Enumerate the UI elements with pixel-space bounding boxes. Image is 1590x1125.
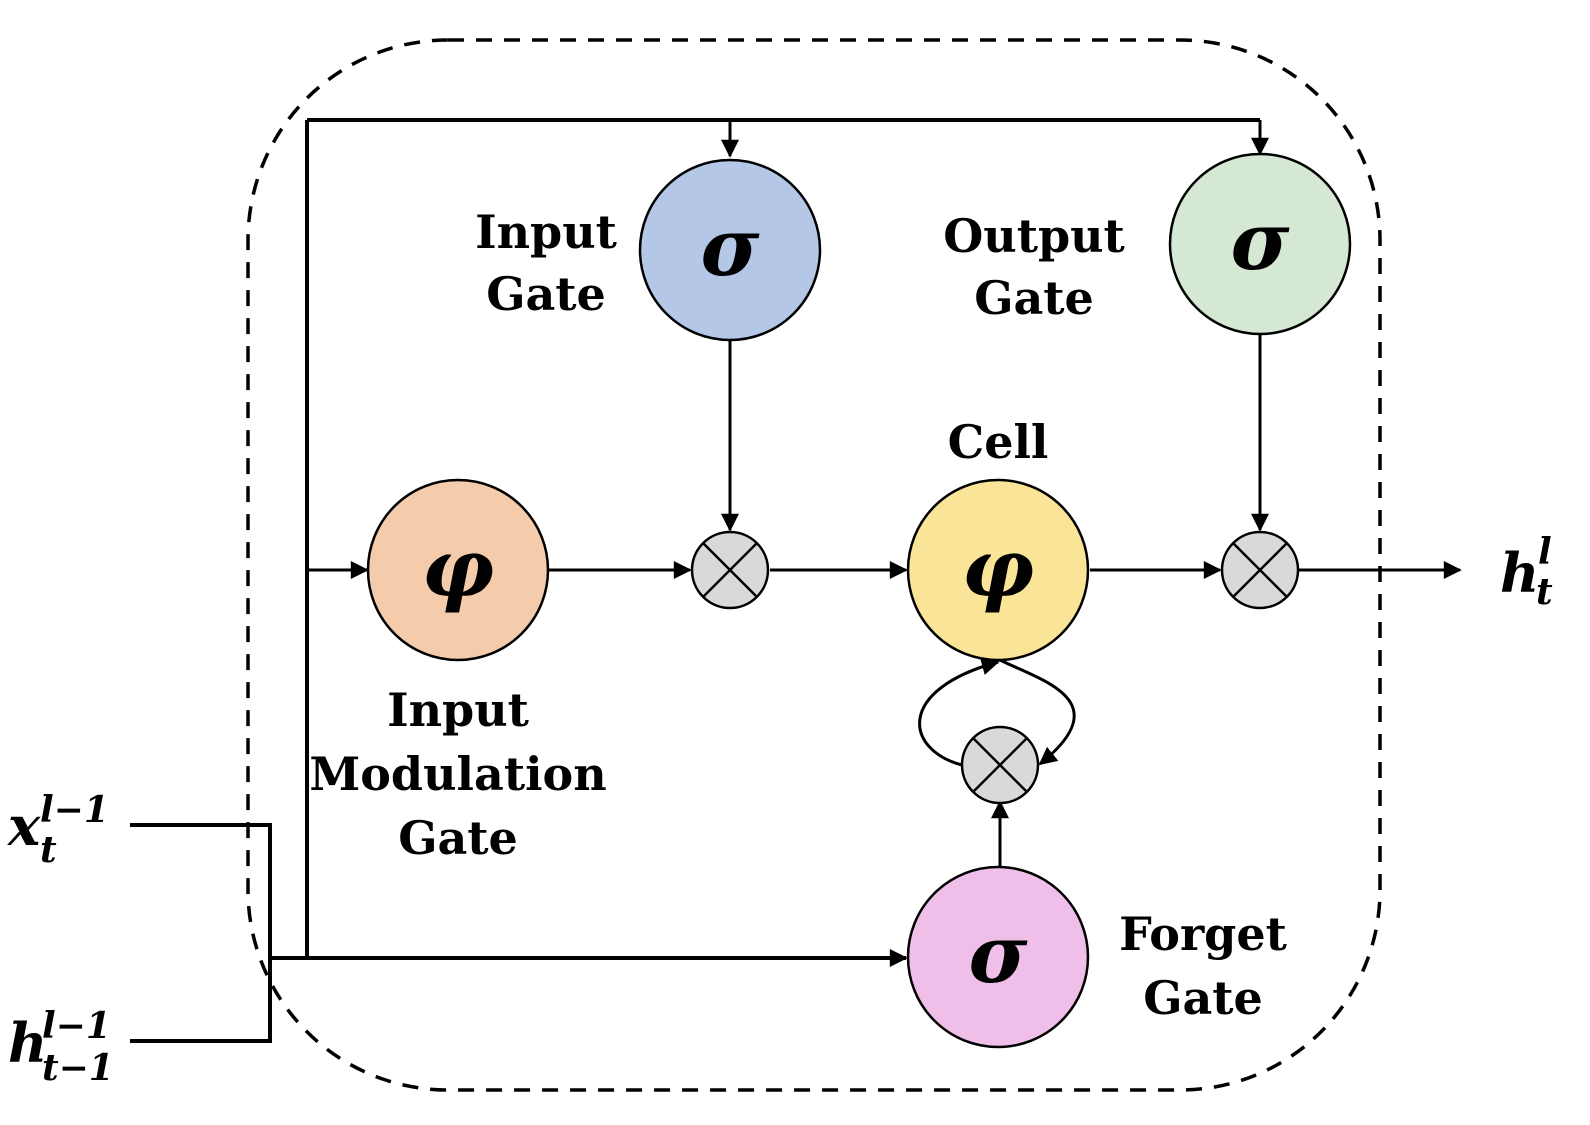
h-output-superscript: l bbox=[1538, 531, 1552, 573]
modulation-gate-label-line3: Gate bbox=[398, 811, 518, 865]
forget-gate-sigma: σ bbox=[969, 907, 1028, 1001]
modulation-gate-label-line1: Input bbox=[387, 683, 530, 737]
recurrence-loop-left bbox=[918, 657, 1000, 767]
h-output-symbol: h bbox=[1500, 541, 1539, 605]
modulation-gate-label-line2: Modulation bbox=[309, 747, 606, 801]
cell-label: Cell bbox=[948, 415, 1049, 469]
forget-gate-circle bbox=[906, 865, 1090, 1049]
recurrence-loop-right bbox=[999, 658, 1076, 766]
x-input-subscript: t bbox=[40, 829, 57, 871]
output-gate-circle bbox=[1168, 152, 1352, 336]
input-gate-label-line1: Input bbox=[475, 205, 618, 259]
cell-phi: φ bbox=[962, 521, 1034, 615]
cell-circle bbox=[906, 478, 1090, 662]
x-input-superscript: l−1 bbox=[40, 789, 109, 831]
h-output-subscript: t bbox=[1536, 571, 1553, 613]
cell-boundary bbox=[246, 38, 1382, 1092]
output-gate-label-line2: Gate bbox=[974, 271, 1094, 325]
input-gate-sigma: σ bbox=[701, 200, 760, 294]
x-input-wire bbox=[130, 823, 272, 958]
output-gate-sigma: σ bbox=[1231, 194, 1290, 288]
h-prev-symbol: h bbox=[8, 1011, 47, 1075]
x-input-symbol: x bbox=[7, 794, 41, 858]
h-prev-subscript: t−1 bbox=[42, 1047, 114, 1089]
h-input-wire bbox=[130, 958, 272, 1043]
multiply-node-forget bbox=[960, 725, 1040, 805]
forget-gate-label-line2: Gate bbox=[1143, 971, 1263, 1025]
input-gate-circle bbox=[638, 158, 822, 342]
multiply-node-input bbox=[690, 530, 770, 610]
multiply-node-output bbox=[1220, 530, 1300, 610]
input-gate-label-line2: Gate bbox=[486, 267, 606, 321]
h-prev-superscript: l−1 bbox=[42, 1005, 111, 1047]
forget-gate-label-line1: Forget bbox=[1119, 907, 1287, 961]
output-gate-label-line1: Output bbox=[943, 209, 1125, 263]
modulation-gate-circle bbox=[366, 478, 550, 662]
modulation-gate-phi: φ bbox=[422, 521, 494, 615]
